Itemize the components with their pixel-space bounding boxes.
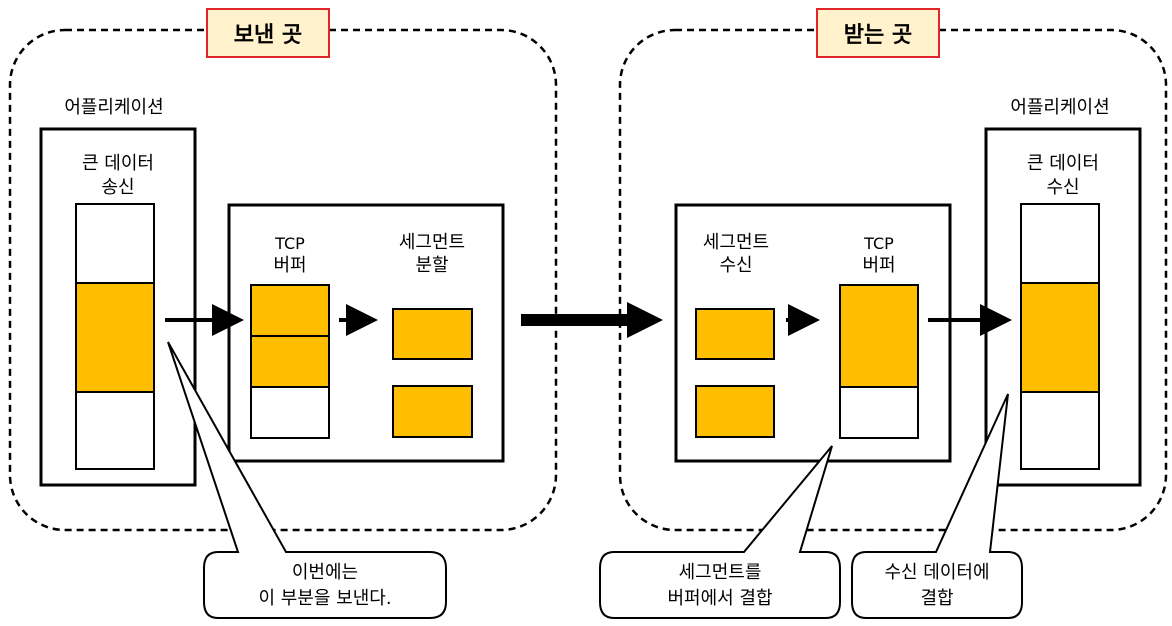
receiver-segment-label-line2: 수신 — [719, 255, 753, 276]
receiver-app-label: 어플리케이션 — [1010, 97, 1110, 118]
callout-combine-buffer-bubble — [599, 445, 841, 619]
sender-segment-1 — [392, 308, 473, 360]
arrow-network-transfer — [521, 302, 663, 338]
sender-data-block-bottom — [75, 391, 155, 470]
sender-segment-label-line1: 세그먼트 — [398, 232, 466, 253]
receiver-tcp-buffer-filled — [839, 284, 919, 388]
callout-send-part-line1: 이번에는 — [291, 562, 359, 583]
sender-app-label: 어플리케이션 — [64, 97, 164, 118]
receiver-tcp-label-line2: 버퍼 — [862, 255, 896, 276]
receiver-segment-1 — [695, 308, 775, 360]
callout-send-part-line2: 이 부분을 보낸다. — [258, 588, 392, 609]
callout-combine-data-bubble — [851, 393, 1023, 619]
sender-tcp-buffer-slot-2 — [250, 335, 330, 388]
sender-tcp-label-line1: TCP — [275, 234, 305, 253]
sender-data-block-highlight — [75, 282, 155, 393]
sender-title: 보낸 곳 — [206, 8, 330, 58]
sender-data-label-line1: 큰 데이터 — [82, 153, 154, 174]
sender-segment-label-line2: 분할 — [415, 255, 449, 276]
callout-combine-data-line1: 수신 데이터에 — [884, 562, 990, 583]
receiver-tcp-label-line1: TCP — [864, 234, 894, 253]
sender-segment-2 — [392, 385, 473, 438]
receiver-tcp-buffer-empty — [839, 386, 919, 439]
callout-send-part-bubble — [167, 341, 447, 619]
sender-data-label-line2: 송신 — [101, 177, 135, 198]
receiver-segment-label-line1: 세그먼트 — [702, 232, 770, 253]
receiver-data-label-line1: 큰 데이터 — [1027, 153, 1099, 174]
receiver-data-block-top — [1020, 203, 1100, 284]
receiver-segment-2 — [695, 385, 775, 438]
callout-combine-buffer-line1: 세그먼트를 — [678, 562, 762, 583]
callout-combine-data-line2: 결합 — [920, 588, 954, 609]
receiver-data-block-bottom — [1020, 391, 1100, 470]
sender-tcp-label-line2: 버퍼 — [273, 255, 307, 276]
receiver-data-label-line2: 수신 — [1046, 177, 1080, 198]
sender-data-block-top — [75, 203, 155, 284]
receiver-title: 받는 곳 — [816, 8, 940, 58]
receiver-data-block-highlight — [1020, 282, 1100, 393]
callout-combine-buffer-line2: 버퍼에서 결합 — [667, 588, 773, 609]
sender-tcp-buffer-slot-1 — [250, 284, 330, 337]
sender-tcp-buffer-slot-3 — [250, 386, 330, 439]
